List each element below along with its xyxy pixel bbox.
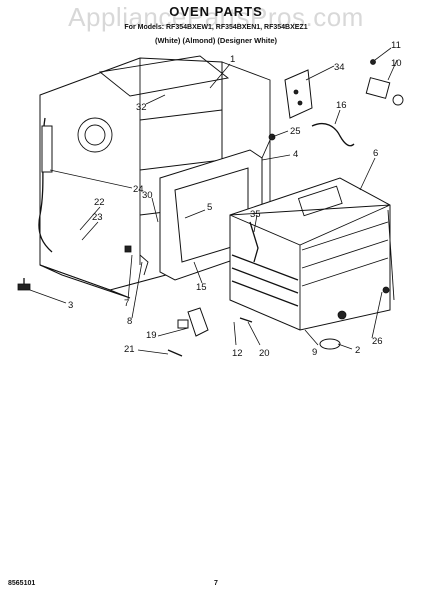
page-title: OVEN PARTS	[169, 4, 263, 19]
part-label-7: 7	[124, 298, 129, 309]
part-label-30: 30	[142, 190, 153, 201]
part-label-32: 32	[136, 102, 147, 113]
part-label-1: 1	[230, 54, 235, 65]
part-label-22: 22	[94, 197, 105, 208]
color-variants: (White) (Almond) (Designer White)	[154, 36, 278, 45]
part-label-21: 21	[124, 344, 135, 355]
part-label-3: 3	[68, 300, 73, 311]
part-label-20: 20	[259, 348, 270, 359]
part-label-9: 9	[312, 347, 317, 358]
part-label-10: 10	[391, 58, 402, 69]
small-parts	[17, 59, 404, 357]
part-label-23: 23	[92, 212, 103, 223]
oven-cavity	[229, 177, 395, 331]
leader-lines	[29, 47, 398, 355]
model-numbers: For Models: RF354BXEW1, RF354BXEN1, RF35…	[124, 24, 308, 31]
part-label-24: 24	[133, 184, 144, 195]
part-label-19: 19	[146, 330, 157, 341]
part-label-5: 5	[207, 202, 212, 213]
part-label-25: 25	[290, 126, 301, 137]
part-labels: 1 2 3 4 5 6 7 8 9 10 11 12 15 16 19 20 2…	[68, 40, 402, 359]
watermark: AppliancePartsPros.com	[68, 2, 364, 32]
part-label-16: 16	[336, 100, 347, 111]
diagram-code: 8565101	[8, 580, 36, 587]
part-label-6: 6	[373, 148, 378, 159]
part-label-35: 35	[250, 209, 261, 220]
part-label-15: 15	[196, 282, 207, 293]
page-number: 7	[214, 580, 218, 587]
part-label-12: 12	[232, 348, 243, 359]
part-label-26: 26	[372, 336, 383, 347]
part-label-11: 11	[391, 40, 401, 51]
part-label-2: 2	[355, 345, 360, 356]
part-label-8: 8	[127, 316, 132, 327]
part-label-34: 34	[334, 62, 345, 73]
part-label-4: 4	[293, 149, 298, 160]
